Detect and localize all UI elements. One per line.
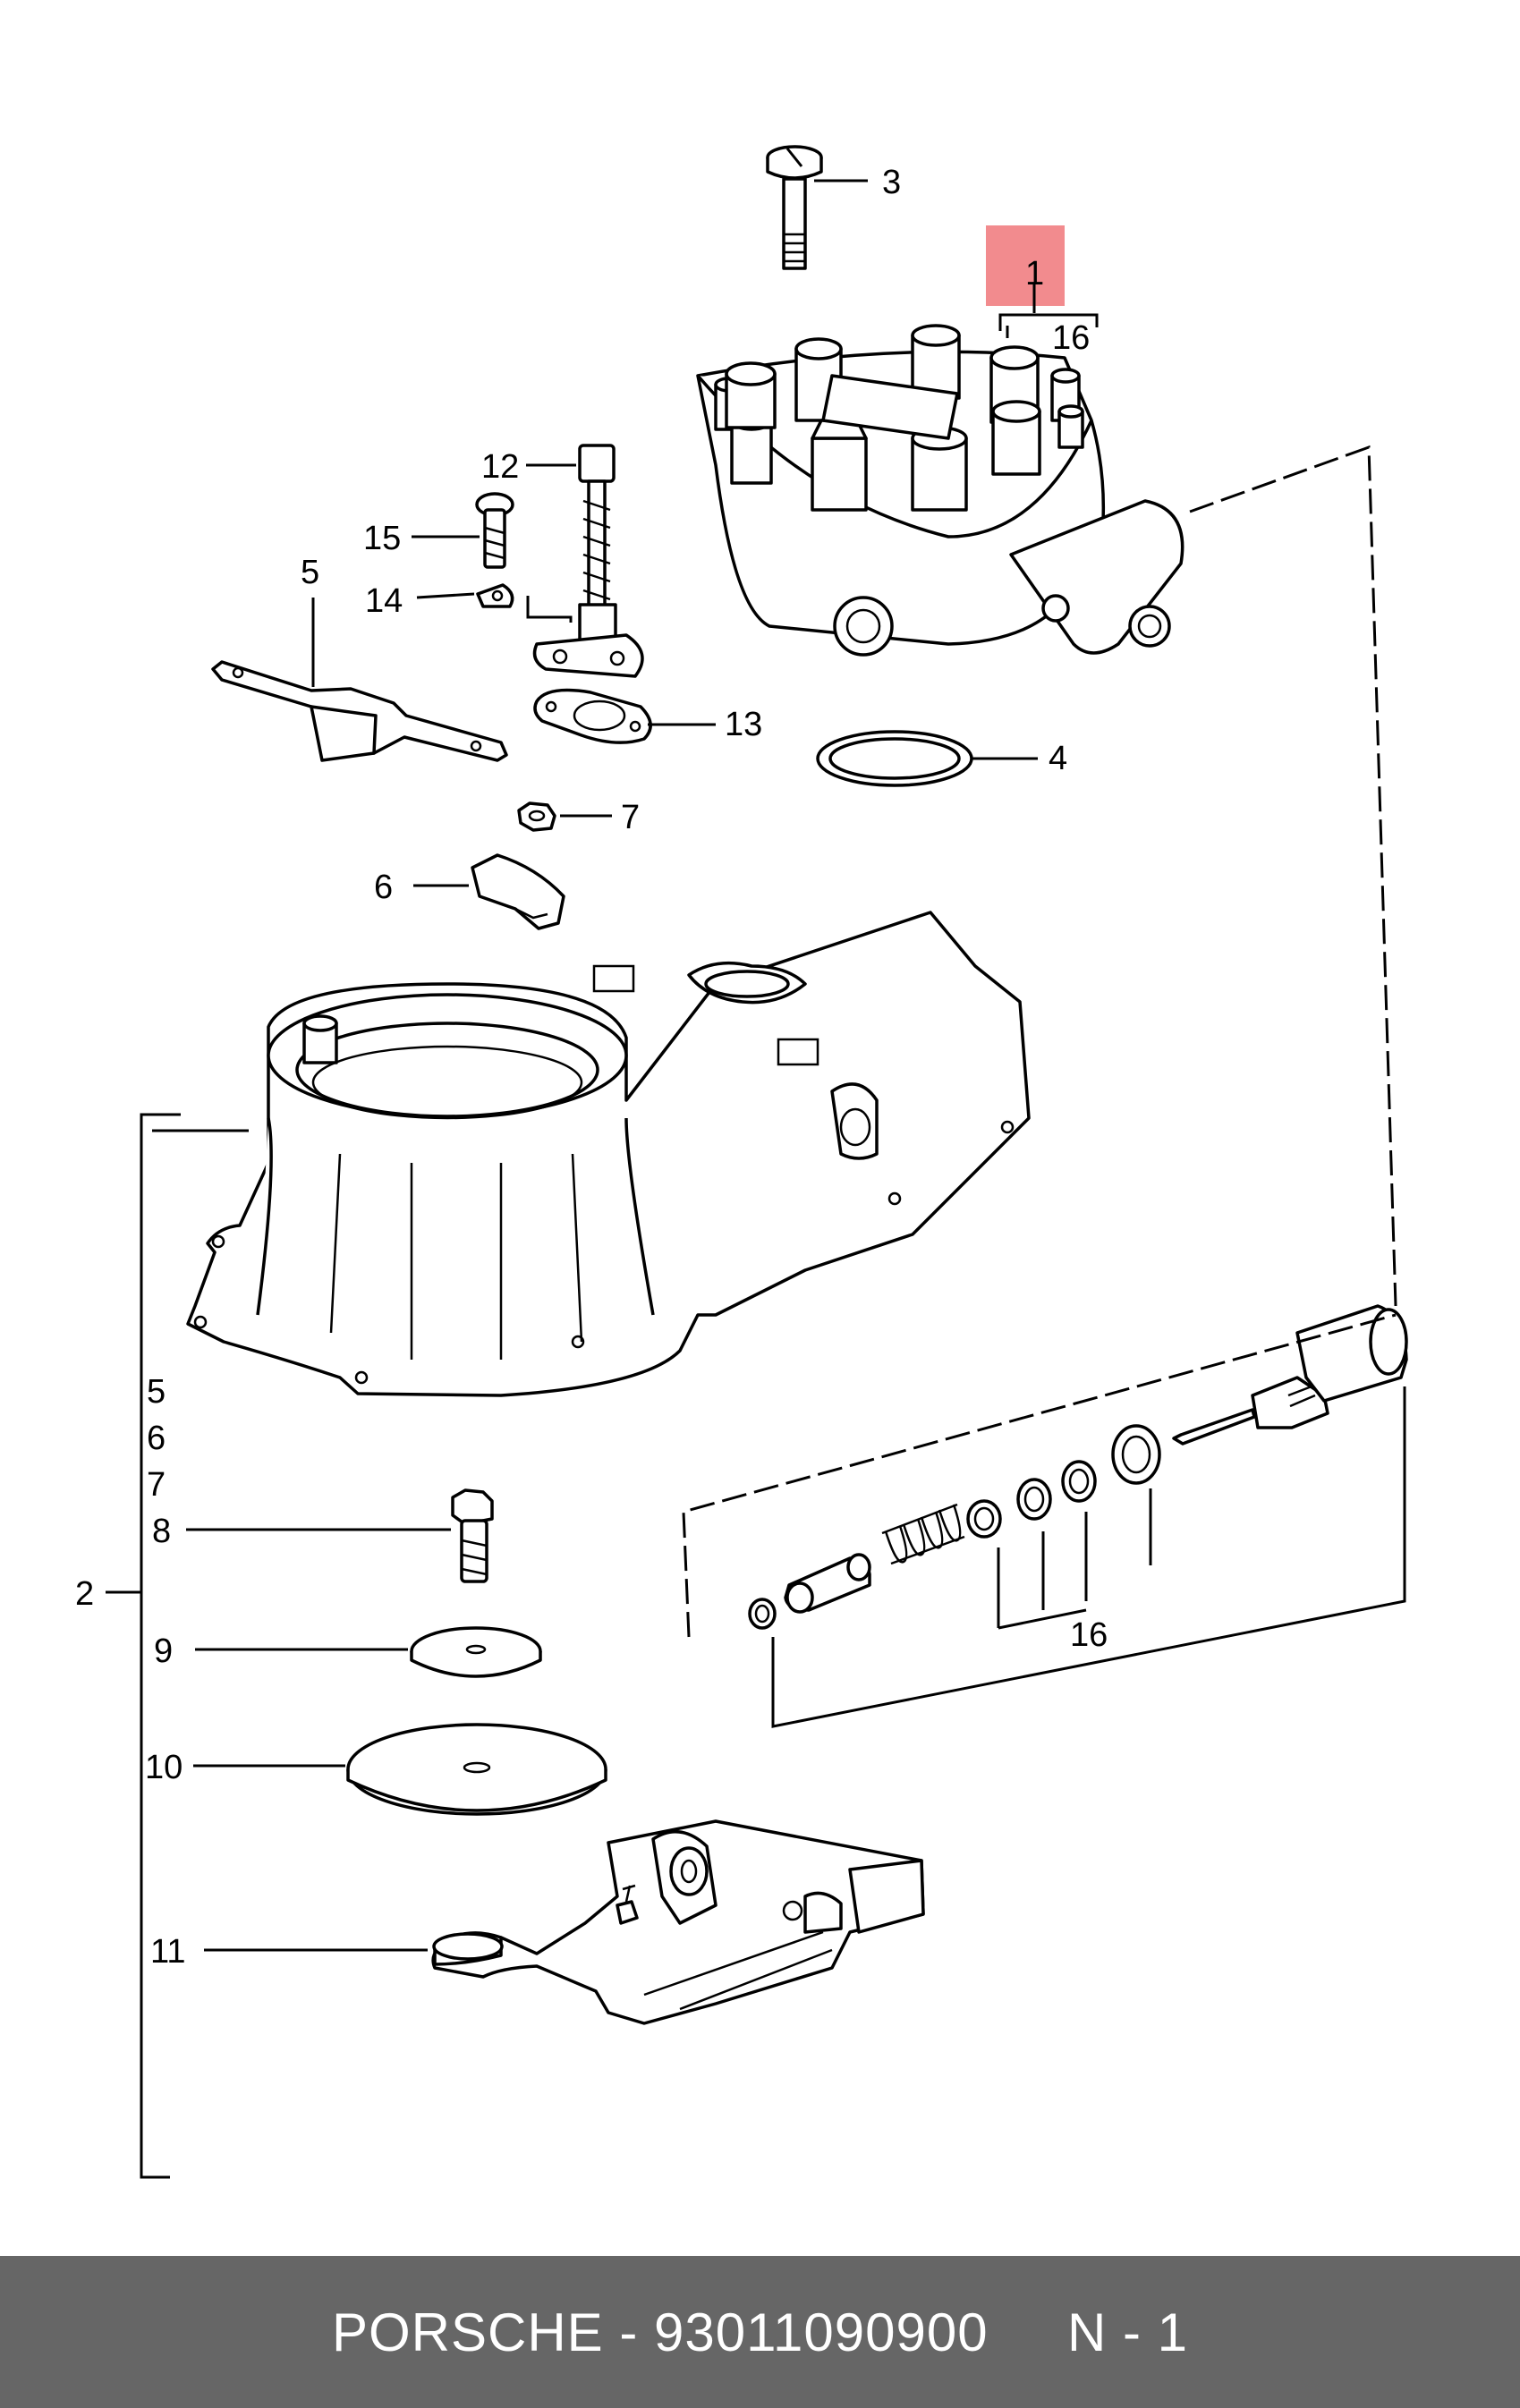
part-12-adjusting-screw[interactable]: [526, 444, 644, 678]
footer-bar: PORSCHE - 93011090900 N - 1: [0, 2256, 1520, 2408]
footer-part-number: 93011090900: [654, 2302, 989, 2362]
callout-3: 3: [882, 164, 901, 201]
part-10-diaphragm[interactable]: [346, 1723, 607, 1816]
callout-7-list: 7: [147, 1466, 166, 1504]
part-11-lever[interactable]: [431, 1819, 925, 2025]
highlight-box-item-1[interactable]: [986, 225, 1065, 306]
callout-5-list: 5: [147, 1373, 166, 1411]
callout-16-top: 16: [1052, 319, 1090, 357]
part-3-bolt[interactable]: [766, 145, 823, 270]
exploded-parts-diagram: 1 16 3 12 15 5 14 13 4 7 6 5 6 7 8 2 9 1…: [75, 145, 1408, 2179]
callout-11: 11: [150, 1933, 185, 1971]
callout-15: 15: [363, 520, 401, 557]
footer-position: N - 1: [1066, 2302, 1189, 2362]
part-4-o-ring[interactable]: [816, 730, 973, 787]
part-1-distributor-head[interactable]: [696, 324, 1185, 657]
part-16-valve-assembly[interactable]: [748, 1304, 1408, 1630]
callout-4: 4: [1049, 740, 1067, 777]
leader-lines: [106, 179, 1406, 2179]
footer-separator: -: [619, 2302, 639, 2362]
part-7-nut[interactable]: [517, 801, 556, 832]
part-8-bolt[interactable]: [451, 1488, 494, 1583]
callout-labels: 1 16 3 12 15 5 14 13 4 7 6 5 6 7 8 2 9 1…: [75, 164, 1108, 1971]
part-9-washer[interactable]: [410, 1626, 542, 1678]
callout-12: 12: [481, 448, 519, 486]
callout-16-bottom: 16: [1070, 1616, 1108, 1654]
part-13-gasket[interactable]: [533, 688, 652, 744]
callout-14: 14: [365, 582, 403, 620]
callout-5-top: 5: [301, 554, 319, 591]
assembly-dashed-lines: [682, 445, 1397, 1638]
footer-brand: PORSCHE: [331, 2302, 604, 2362]
part-15-screw[interactable]: [475, 492, 514, 569]
callout-6-list: 6: [147, 1420, 166, 1457]
part-14-clip[interactable]: [476, 583, 514, 608]
callout-6-top: 6: [374, 869, 393, 906]
callout-13: 13: [725, 706, 762, 743]
callout-9: 9: [154, 1632, 173, 1670]
callout-10: 10: [145, 1749, 183, 1786]
callout-7-top: 7: [621, 799, 640, 836]
callout-2: 2: [75, 1575, 94, 1613]
callout-1: 1: [1025, 255, 1044, 293]
callout-8: 8: [152, 1513, 171, 1550]
part-6-clamp[interactable]: [471, 853, 565, 930]
part-5-bracket[interactable]: [211, 660, 508, 762]
part-2-housing[interactable]: [186, 911, 1031, 1397]
